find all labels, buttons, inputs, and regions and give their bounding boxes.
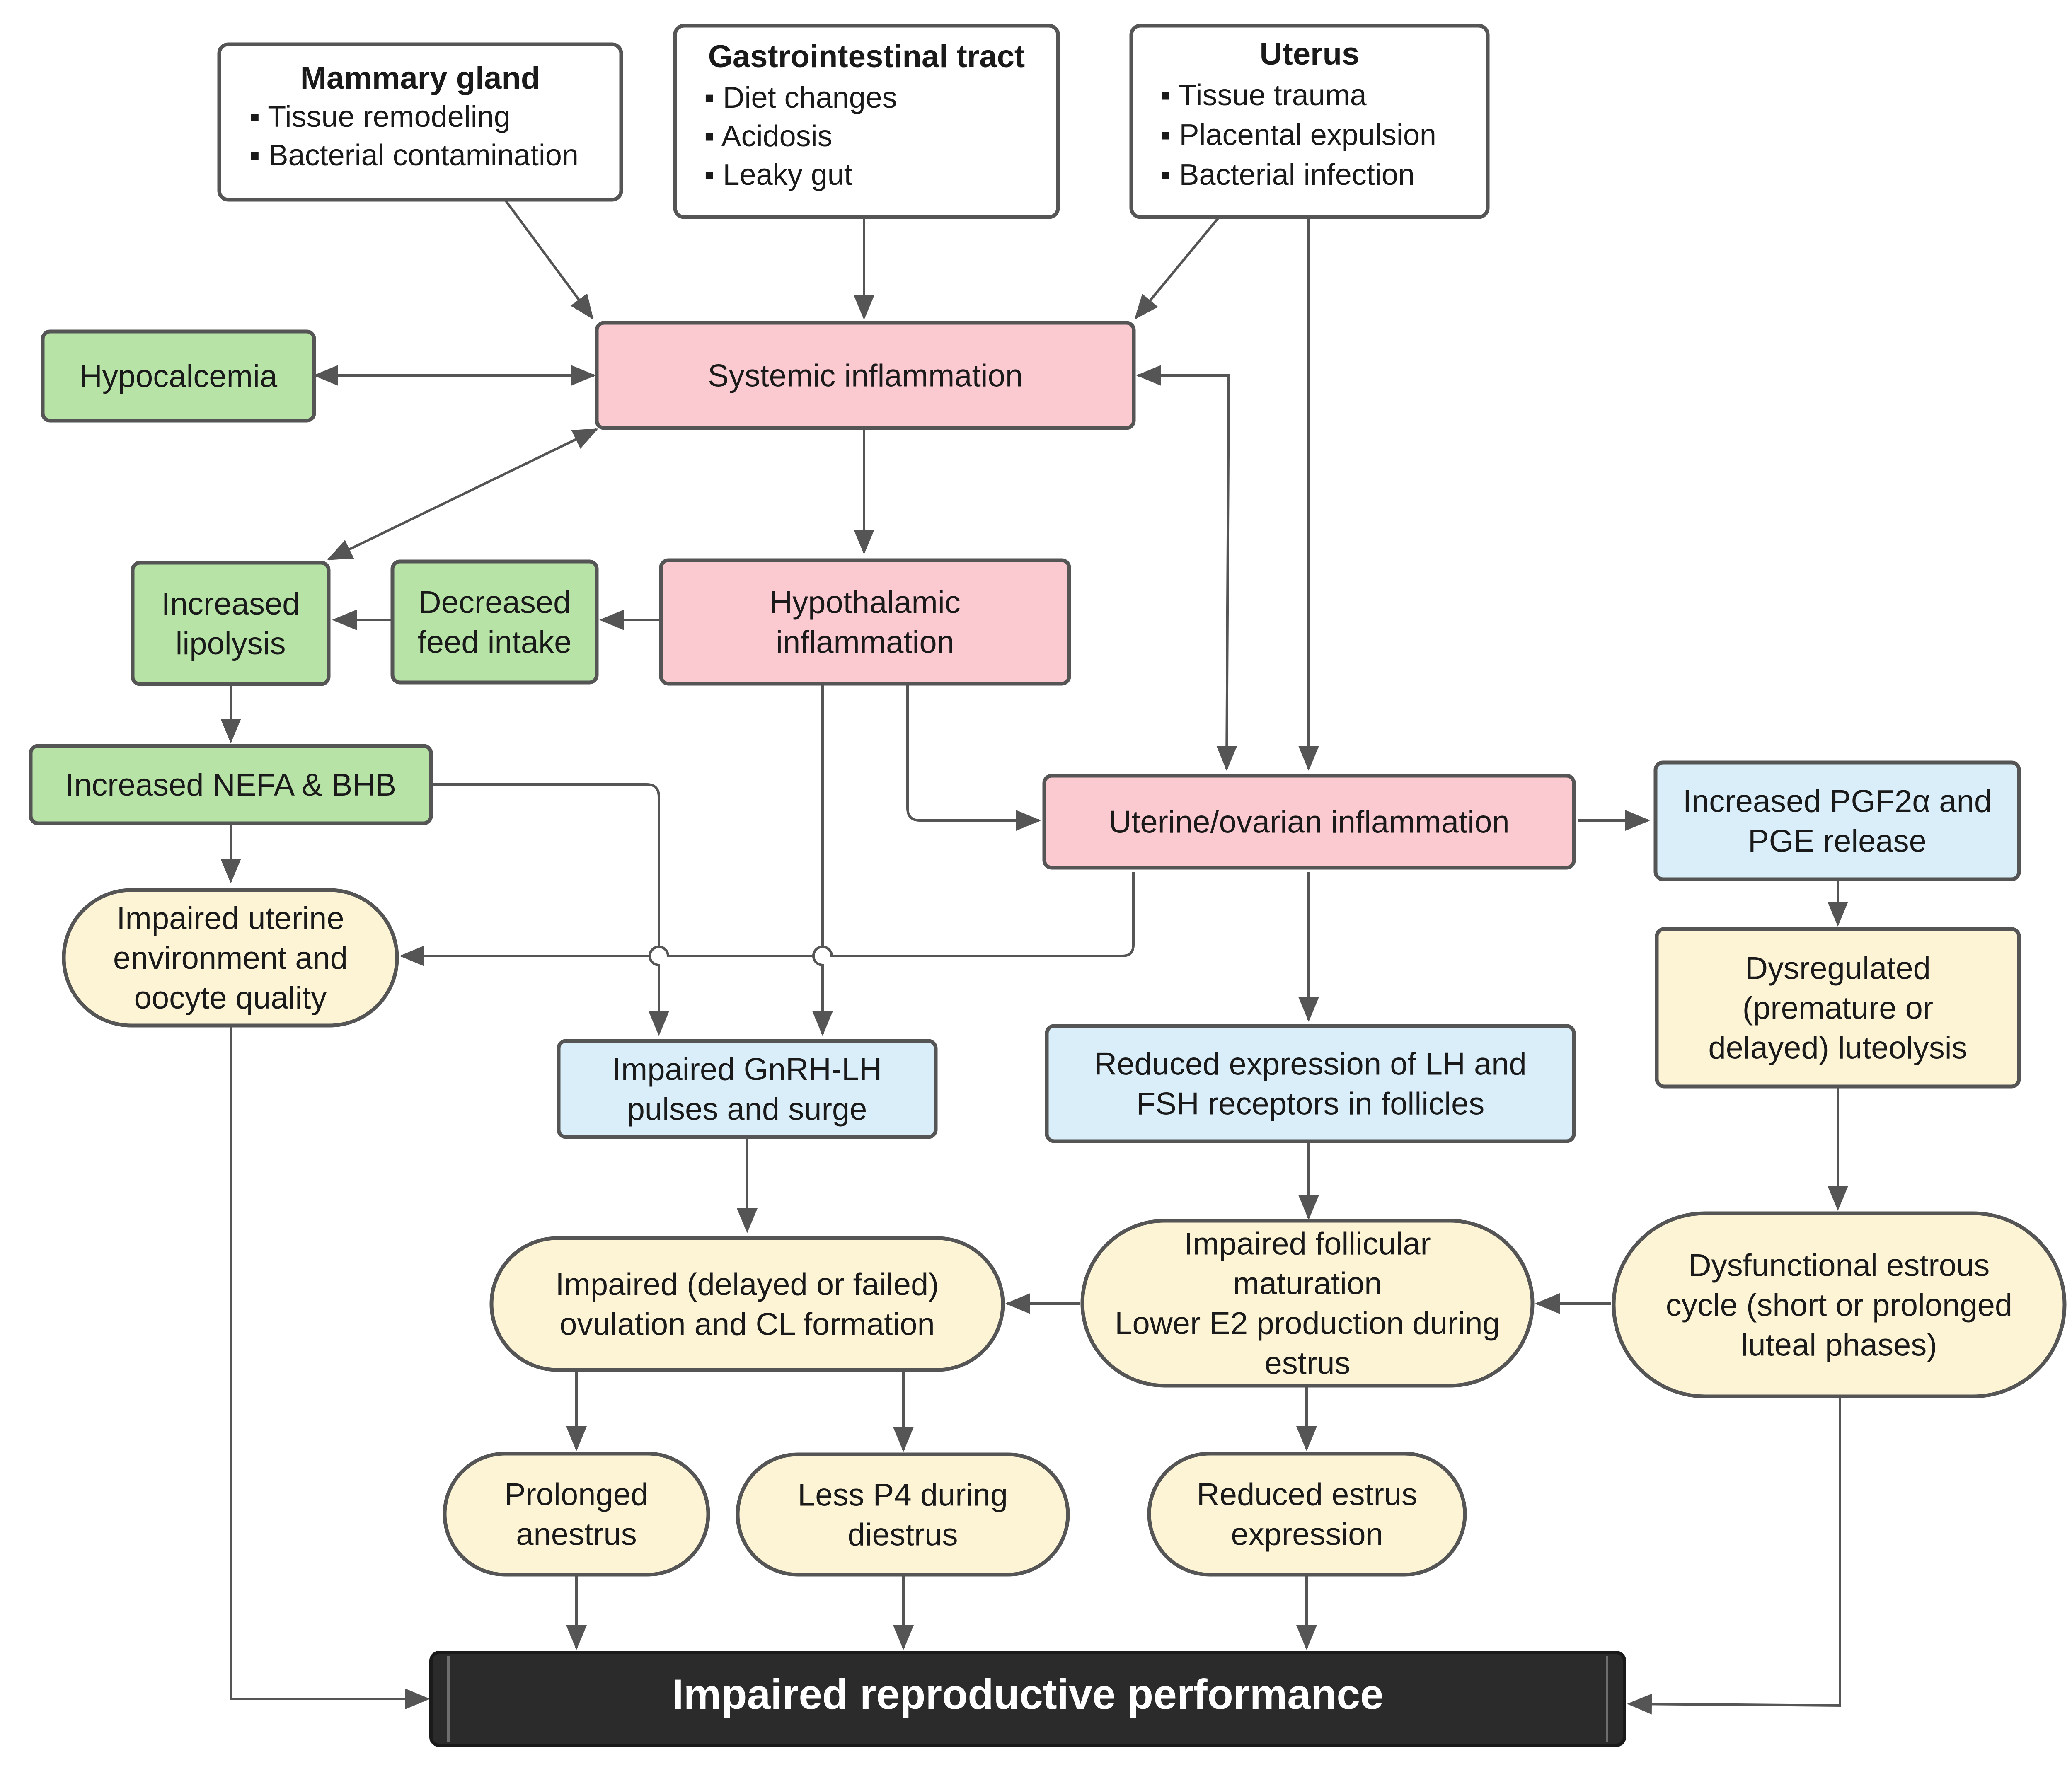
mammary-item-2: ▪ Bacterial contamination [249, 139, 579, 172]
uterus-item-2: ▪ Placental expulsion [1160, 119, 1436, 152]
edge-hypothalamic-to-uterine-ovarian [906, 685, 1041, 831]
node-less-p4-diestrus: Less P4 during diestrus [736, 1452, 1070, 1577]
nefa-label-line-1: Increased NEFA & BHB [65, 767, 396, 803]
uterus-item-3: ▪ Bacterial infection [1160, 158, 1415, 191]
p4-label-line-2: diestrus [847, 1517, 958, 1553]
node-increased-lipolysis: Increased lipolysis [131, 561, 331, 686]
edge-estrous-to-outcome [1627, 1397, 1841, 1715]
node-uterus: Uterus ▪ Tissue trauma ▪ Placental expul… [1129, 24, 1490, 219]
uterus-title: Uterus [1260, 36, 1360, 72]
impaired-uterine-label-line-2: environment and [113, 941, 348, 976]
node-mammary-gland: Mammary gland ▪ Tissue remodeling ▪ Bact… [217, 42, 623, 202]
outcome-label: Impaired reproductive performance [672, 1671, 1384, 1718]
hypothalamic-label-line-2: inflammation [776, 625, 954, 660]
anestrus-label-line-1: Prolonged [505, 1477, 649, 1512]
follicular-label-line-4: estrus [1265, 1346, 1351, 1381]
follicular-label-line-1: Impaired follicular [1184, 1227, 1431, 1262]
node-uterine-ovarian-inflammation: Uterine/ovarian inflammation [1042, 774, 1576, 870]
node-impaired-ovulation: Impaired (delayed or failed) ovulation an… [489, 1236, 1005, 1372]
edge-uterus-to-systemic [1134, 217, 1220, 320]
node-impaired-uterine-environment: Impaired uterine environment and oocyte qu… [62, 888, 399, 1028]
gi-item-2: ▪ Acidosis [704, 120, 833, 153]
lipolysis-label-line-2: lipolysis [175, 626, 286, 661]
uterus-item-1: ▪ Tissue trauma [1160, 79, 1367, 112]
edge-systemic-lipolysis [327, 428, 598, 561]
node-hypothalamic-inflammation: Hypothalamic inflammation [659, 558, 1071, 686]
node-systemic-inflammation: Systemic inflammation [595, 321, 1136, 430]
node-prolonged-anestrus: Prolonged anestrus [443, 1452, 710, 1577]
lipolysis-label-line-1: Increased [162, 586, 300, 622]
estrus-expr-label-line-1: Reduced estrus [1197, 1477, 1417, 1512]
systemic-label-line-1: Systemic inflammation [708, 358, 1023, 394]
node-reduced-estrus-expression: Reduced estrus expression [1147, 1452, 1467, 1577]
estrous-label-line-1: Dysfunctional estrous [1689, 1248, 1990, 1283]
gnrh-label-line-1: Impaired GnRH-LH [612, 1052, 882, 1087]
node-impaired-reproductive-performance: Impaired reproductive performance [429, 1651, 1626, 1747]
edge-nefa-to-gnrh [431, 783, 669, 1036]
mammary-item-1: ▪ Tissue remodeling [249, 100, 511, 133]
dysregulated-label-line-1: Dysregulated [1745, 951, 1931, 986]
node-dysregulated-luteolysis: Dysregulated (premature or delayed) luteol… [1655, 927, 2021, 1089]
mammary-gland-title: Mammary gland [300, 60, 540, 96]
gi-item-1: ▪ Diet changes [704, 81, 897, 114]
gi-item-3: ▪ Leaky gut [704, 158, 852, 191]
edge-mammary-to-systemic [504, 200, 594, 320]
ovulation-label-line-1: Impaired (delayed or failed) [555, 1267, 939, 1302]
impaired-uterine-label-line-1: Impaired uterine [116, 901, 344, 936]
node-hypocalcemia: Hypocalcemia [41, 329, 316, 423]
ovulation-label-line-2: ovulation and CL formation [559, 1307, 935, 1342]
estrous-label-line-2: cycle (short or prolonged [1666, 1288, 2012, 1323]
anestrus-label-line-2: anestrus [516, 1517, 637, 1552]
feed-label-line-1: Decreased [419, 585, 571, 620]
pgf-label-line-2: PGE release [1748, 824, 1927, 859]
pgf-label-line-1: Increased PGF2α and [1683, 784, 1992, 819]
edge-hypothalamic-to-gnrh [812, 685, 833, 1036]
dysregulated-label-line-3: delayed) luteolysis [1708, 1031, 1967, 1066]
edge-systemic-uterine-ovarian [1136, 365, 1237, 771]
connectors [220, 200, 1848, 1715]
receptors-label-line-1: Reduced expression of LH and [1094, 1047, 1527, 1082]
follicular-label-line-3: Lower E2 production during [1115, 1306, 1500, 1341]
gnrh-label-line-2: pulses and surge [627, 1092, 867, 1127]
gi-title: Gastrointestinal tract [708, 39, 1025, 74]
uterine-ovarian-label-line-1: Uterine/ovarian inflammation [1109, 805, 1509, 840]
feed-label-line-2: feed intake [418, 625, 572, 660]
node-gastrointestinal-tract: Gastrointestinal tract ▪ Diet changes ▪ … [673, 24, 1060, 219]
node-impaired-gnrh-lh: Impaired GnRH-LH pulses and surge [557, 1039, 938, 1139]
node-decreased-feed-intake: Decreased feed intake [390, 559, 599, 685]
p4-label-line-1: Less P4 during [798, 1478, 1008, 1513]
hypocalcemia-label-line-1: Hypocalcemia [80, 359, 278, 394]
node-increased-nefa-bhb: Increased NEFA & BHB [29, 744, 433, 825]
impaired-uterine-label-line-3: oocyte quality [134, 980, 327, 1016]
estrous-label-line-3: luteal phases) [1741, 1328, 1937, 1363]
dysregulated-label-line-2: (premature or [1743, 991, 1933, 1026]
follicular-label-line-2: maturation [1233, 1266, 1382, 1302]
edge-uterine-ovarian-to-impaired-uterine [399, 872, 1135, 966]
estrus-expr-label-line-2: expression [1231, 1517, 1383, 1552]
node-dysfunctional-estrous-cycle: Dysfunctional estrous cycle (short or pro… [1612, 1211, 2067, 1398]
receptors-label-line-2: FSH receptors in follicles [1136, 1086, 1485, 1122]
edge-impaired-uterine-to-outcome [230, 1026, 430, 1709]
hypothalamic-label-line-1: Hypothalamic [770, 585, 960, 620]
